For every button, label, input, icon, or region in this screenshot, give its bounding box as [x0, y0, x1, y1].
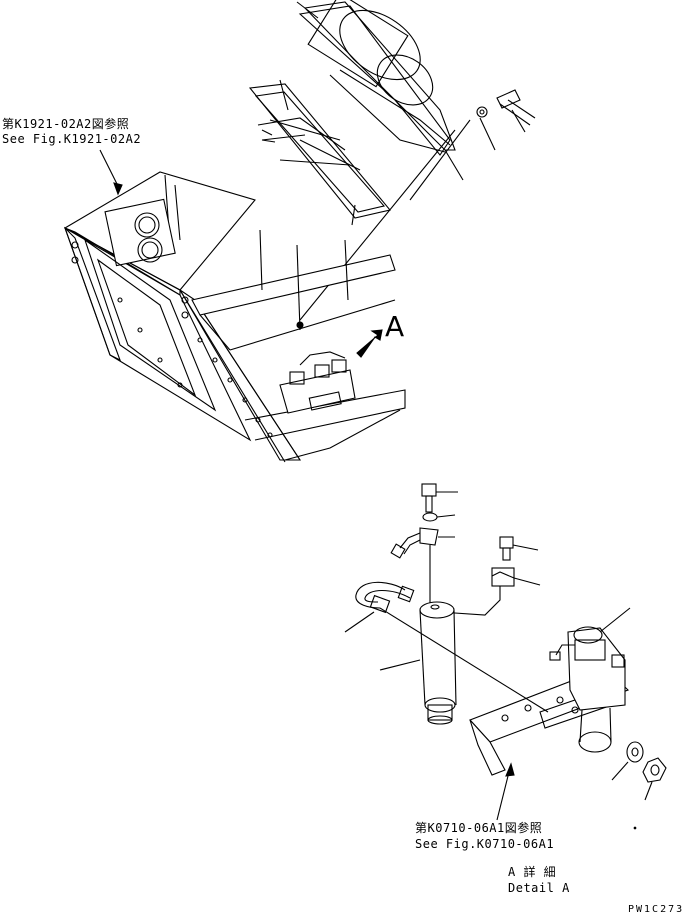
detail-title-jp: A 詳 細: [508, 865, 557, 879]
leader-lines-top: [261, 1, 526, 321]
filter-screen: [248, 83, 391, 219]
detail-a-clip: [439, 567, 541, 616]
bracket-reference-en: See Fig.K0710-06A1: [415, 837, 555, 851]
pressure-switch: [549, 626, 626, 753]
top-bolt: [476, 89, 536, 126]
leader-lines-detail: [344, 607, 653, 830]
washer-nut: [626, 741, 667, 783]
valve-block: [279, 351, 356, 414]
accumulator-cylinder: [419, 601, 457, 725]
detail-a-bolts: [421, 483, 539, 561]
hose: [355, 581, 415, 614]
view-a-arrow-icon: [356, 329, 383, 358]
drawing-code: PW1C273: [628, 904, 685, 915]
detail-title-en: Detail A: [508, 881, 570, 895]
frame-reference-en: See Fig.K1921-02A2: [2, 132, 142, 146]
view-marker-a: A: [385, 310, 405, 343]
machine-frame: [63, 171, 406, 463]
bracket-reference-jp: 第K0710-06A1図参照: [415, 821, 543, 835]
detail-a-fitting: [390, 527, 455, 605]
radiator-panel: [298, 0, 456, 156]
frame-ref-leader: [99, 149, 123, 196]
frame-reference-jp: 第K1921-02A2図参照: [2, 117, 130, 131]
